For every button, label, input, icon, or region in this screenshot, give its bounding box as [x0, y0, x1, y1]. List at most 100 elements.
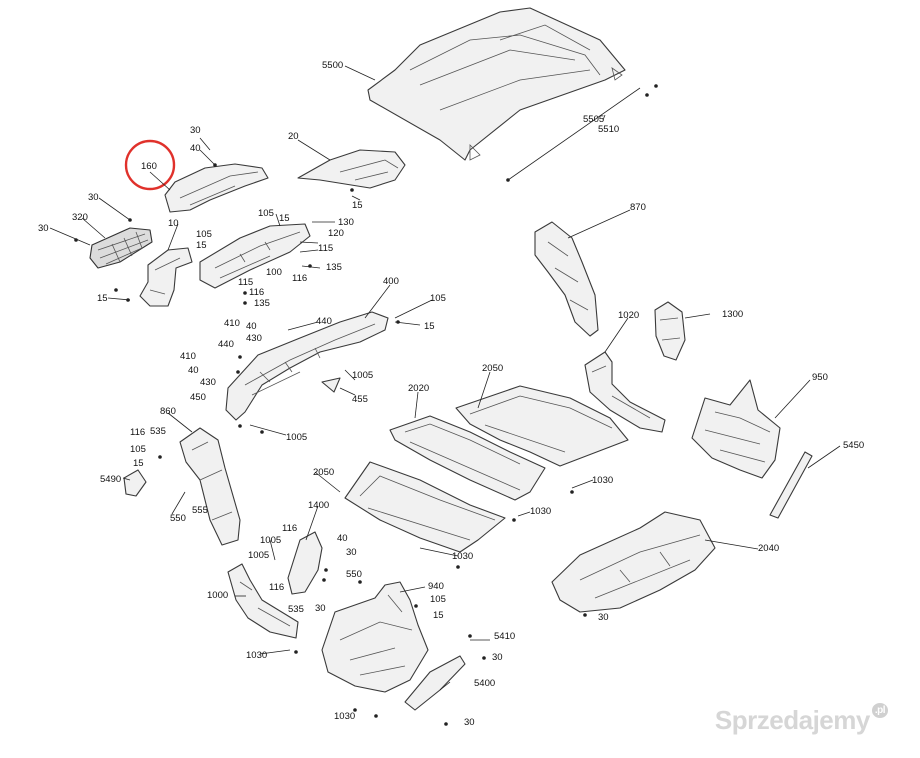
part-10-bracket: [139, 247, 193, 307]
callout-1030: 1030: [334, 711, 355, 722]
callout-1030: 1030: [592, 475, 613, 486]
callout-120: 120: [328, 228, 344, 239]
watermark: Sprzedajemy.pl: [715, 703, 888, 736]
part-950-bin: [691, 379, 781, 479]
part-2040-plate: [551, 511, 716, 613]
part-5400-bracket: [404, 655, 466, 711]
callout-116: 116: [282, 523, 297, 534]
part-2050-mat-lower: [344, 461, 506, 553]
callout-30: 30: [315, 603, 326, 614]
callout-15: 15: [97, 293, 108, 304]
callout-116: 116: [130, 427, 145, 438]
callout-5490: 5490: [100, 474, 121, 485]
highlight-circle: [124, 139, 176, 191]
part-100-console: [199, 223, 311, 289]
callout-5450: 5450: [843, 440, 864, 451]
callout-535: 535: [150, 426, 166, 437]
callout-5410: 5410: [494, 631, 515, 642]
callout-1020: 1020: [618, 310, 639, 321]
callout-115: 115: [318, 243, 333, 254]
callout-116: 116: [292, 273, 307, 284]
callout-1005: 1005: [248, 550, 269, 561]
callout-440: 440: [218, 339, 234, 350]
callout-135: 135: [254, 298, 270, 309]
callout-116: 116: [249, 287, 264, 298]
callout-1005: 1005: [286, 432, 307, 443]
callout-30: 30: [464, 717, 475, 728]
callout-40: 40: [337, 533, 348, 544]
part-1300: [654, 301, 686, 361]
callout-2040: 2040: [758, 543, 779, 554]
callout-450: 450: [190, 392, 206, 403]
part-5500-roof: [367, 7, 626, 161]
callout-555: 555: [192, 505, 208, 516]
part-400-dashboard: [225, 311, 389, 421]
callout-5510: 5510: [598, 124, 619, 135]
callout-430: 430: [200, 377, 216, 388]
callout-labels: 5500 5505 5510 30 40 160 20 15 30 320 30…: [38, 60, 864, 728]
callout-430: 430: [246, 333, 262, 344]
callout-1030: 1030: [246, 650, 267, 661]
callout-2020: 2020: [408, 383, 429, 394]
callout-30: 30: [38, 223, 49, 234]
callout-30: 30: [598, 612, 609, 623]
callout-400: 400: [383, 276, 399, 287]
callout-15: 15: [352, 200, 363, 211]
callout-5400: 5400: [474, 678, 495, 689]
callout-1300: 1300: [722, 309, 743, 320]
callout-116: 116: [269, 582, 284, 593]
part-940-tub: [321, 581, 429, 693]
watermark-suffix: .pl: [871, 703, 888, 718]
callout-1005: 1005: [352, 370, 373, 381]
callout-550: 550: [346, 569, 362, 580]
callout-30: 30: [492, 652, 503, 663]
callout-1000: 1000: [207, 590, 228, 601]
part-2050-mat-upper: [455, 385, 629, 467]
callout-320: 320: [72, 212, 88, 223]
callout-1030: 1030: [530, 506, 551, 517]
callout-40: 40: [190, 143, 201, 154]
callout-115: 115: [238, 277, 253, 288]
part-320-grille: [89, 227, 153, 269]
callout-105: 105: [258, 208, 274, 219]
callout-160: 160: [141, 161, 157, 172]
callout-40: 40: [246, 321, 257, 332]
part-555-pillar: [123, 427, 241, 546]
callout-410: 410: [224, 318, 240, 329]
callout-135: 135: [326, 262, 342, 273]
callout-870: 870: [630, 202, 646, 213]
part-20-panel: [297, 149, 406, 189]
callout-30: 30: [88, 192, 99, 203]
callout-15: 15: [196, 240, 207, 251]
callout-550: 550: [170, 513, 186, 524]
callout-5505: 5505: [583, 114, 604, 125]
callout-1400: 1400: [308, 500, 329, 511]
callout-105: 105: [196, 229, 212, 240]
callout-100: 100: [266, 267, 282, 278]
callout-440: 440: [316, 316, 332, 327]
callout-130: 130: [338, 217, 354, 228]
callout-5500: 5500: [322, 60, 343, 71]
part-160-cover: [164, 163, 269, 213]
callout-860: 860: [160, 406, 176, 417]
callout-105: 105: [130, 444, 146, 455]
callout-2050: 2050: [313, 467, 334, 478]
part-1400: [287, 531, 323, 595]
part-870-pillar: [534, 221, 599, 337]
callout-40: 40: [188, 365, 199, 376]
callout-15: 15: [133, 458, 144, 469]
callout-15: 15: [433, 610, 444, 621]
callout-30: 30: [190, 125, 201, 136]
callout-10: 10: [168, 218, 179, 229]
part-5450-strip: [769, 451, 813, 519]
callout-15: 15: [279, 213, 290, 224]
callout-105: 105: [430, 594, 446, 605]
callout-950: 950: [812, 372, 828, 383]
callout-105: 105: [430, 293, 446, 304]
part-1000-rail: [227, 563, 299, 639]
callout-2050: 2050: [482, 363, 503, 374]
callout-15: 15: [424, 321, 435, 332]
callout-535: 535: [288, 604, 304, 615]
callout-30: 30: [346, 547, 357, 558]
